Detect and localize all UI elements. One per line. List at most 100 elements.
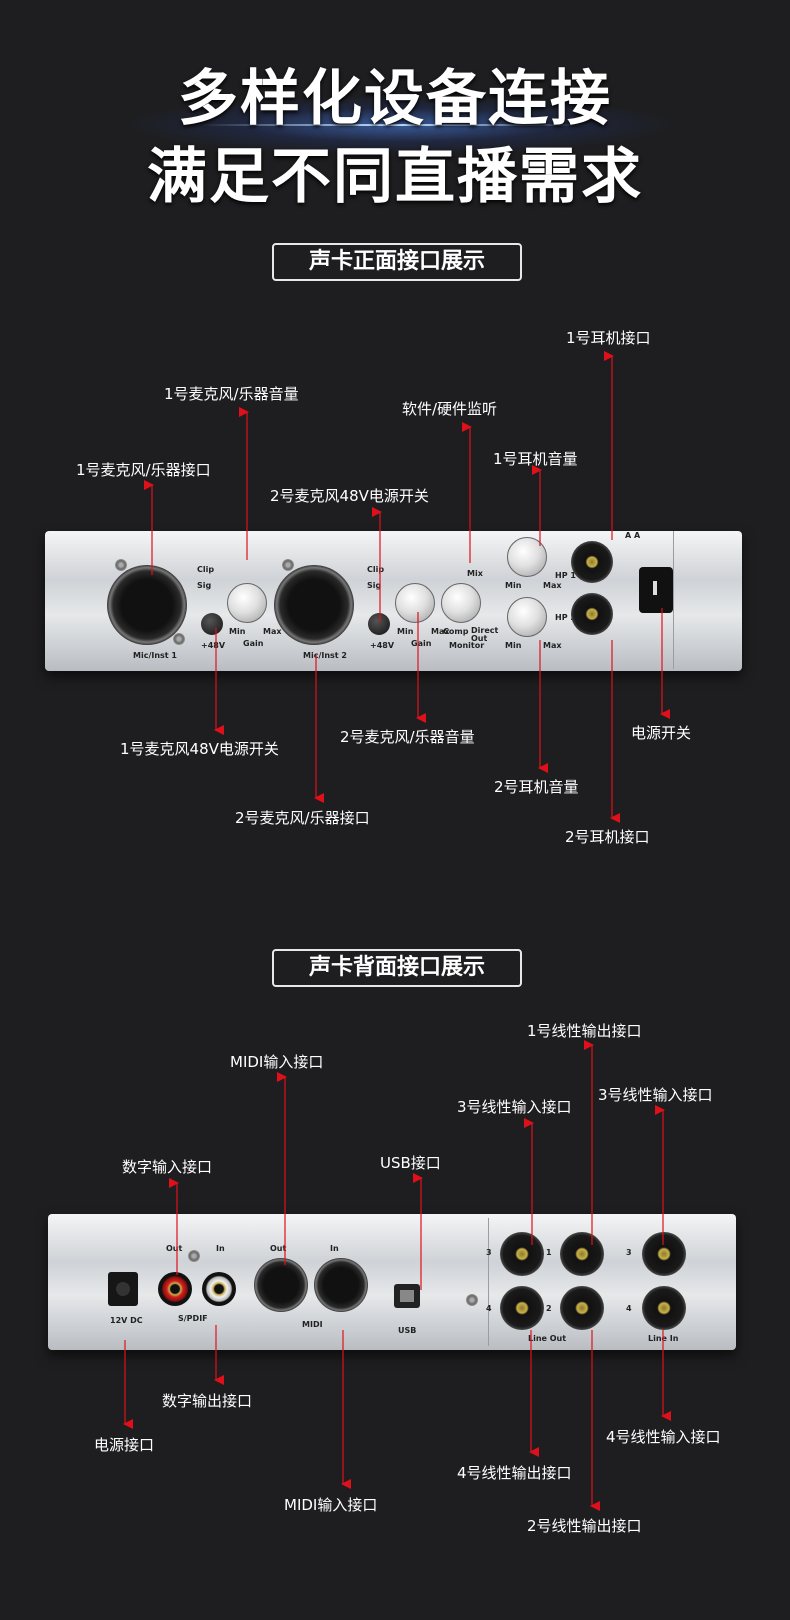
screw — [466, 1294, 478, 1306]
label-line-in-3-left: 3号线性输入接口 — [457, 1098, 572, 1116]
gain-knob-1[interactable] — [227, 583, 267, 623]
usb-port-insert — [400, 1290, 414, 1302]
spdif-in-rca — [202, 1272, 236, 1306]
monitor-mix-knob[interactable] — [441, 583, 481, 623]
comp-label: Comp — [443, 627, 469, 636]
line-out-4-jack — [500, 1286, 544, 1330]
mix-label: Mix — [467, 569, 483, 578]
xlr-combo-jack-1 — [107, 565, 187, 645]
label-line-out-4: 4号线性输出接口 — [457, 1464, 572, 1482]
phantom-48v-button-1[interactable] — [201, 613, 223, 635]
mic2-label: Mic/Inst 2 — [303, 651, 347, 660]
phantom-48v-button-2[interactable] — [368, 613, 390, 635]
front-panel: Mic/Inst 1 Clip Sig Min Max Gain +48V Mi… — [45, 531, 742, 671]
screw — [282, 559, 294, 571]
label-hp1-jack: 1号耳机接口 — [566, 329, 651, 347]
usb-label: USB — [398, 1326, 417, 1335]
max-label-hp2: Max — [543, 641, 562, 650]
label-midi-in-bottom: MIDI输入接口 — [284, 1496, 378, 1514]
line-in-3-jack — [642, 1232, 686, 1276]
label-monitor: 软件/硬件监听 — [402, 400, 498, 418]
num-3-in: 3 — [626, 1248, 632, 1257]
label-in1-48v: 1号麦克风48V电源开关 — [120, 740, 279, 758]
usb-b-port — [394, 1284, 420, 1308]
headline-line-1: 多样化设备连接 — [178, 64, 612, 134]
line-out-2-jack — [560, 1286, 604, 1330]
label-line-out-1: 1号线性输出接口 — [527, 1022, 642, 1040]
panel-divider — [673, 531, 674, 669]
label-line-out-2: 2号线性输出接口 — [527, 1517, 642, 1535]
num-4: 4 — [486, 1304, 492, 1313]
power-switch-mark — [653, 581, 657, 595]
line-out-1-jack — [560, 1232, 604, 1276]
label-in1-jack: 1号麦克风/乐器接口 — [76, 461, 211, 479]
screw — [188, 1250, 200, 1262]
xlr-combo-jack-2 — [274, 565, 354, 645]
gain-knob-2[interactable] — [395, 583, 435, 623]
line-out-label: Line Out — [528, 1334, 567, 1343]
back-divider — [488, 1218, 489, 1346]
front-section-title: 声卡正面接口展示 — [272, 243, 522, 281]
midi-out-port — [254, 1258, 308, 1312]
num-3: 3 — [486, 1248, 492, 1257]
num-4-in: 4 — [626, 1304, 632, 1313]
monitor-label: Monitor — [449, 641, 485, 650]
midi-in-label: In — [330, 1244, 339, 1253]
dc-power-pin — [116, 1282, 130, 1296]
spdif-out-rca — [158, 1272, 192, 1306]
aa-label: A A — [625, 531, 641, 540]
label-power-in: 电源接口 — [94, 1436, 155, 1454]
max-label-2: Max — [431, 627, 450, 636]
min-label: Min — [229, 627, 246, 636]
sig-label-2: Sig — [367, 581, 382, 590]
p48-label-2: +48V — [370, 641, 395, 650]
label-spdif-in: 数字输入接口 — [122, 1158, 213, 1176]
direct-out-label: Direct Out — [471, 626, 499, 643]
clip-label-2: Clip — [367, 565, 385, 574]
min-label-2: Min — [397, 627, 414, 636]
label-line-in-4: 4号线性输入接口 — [606, 1428, 721, 1446]
label-spdif-out: 数字输出接口 — [162, 1392, 253, 1410]
label-in2-jack: 2号麦克风/乐器接口 — [235, 809, 370, 827]
spdif-out-label: Out — [166, 1244, 183, 1253]
headline-glow-line — [200, 124, 590, 126]
label-power-switch: 电源开关 — [631, 724, 692, 742]
label-hp2-vol: 2号耳机音量 — [494, 778, 579, 796]
label-in2-gain: 2号麦克风/乐器音量 — [340, 728, 475, 746]
back-panel: 12V DC Out In S/PDIF Out In MIDI USB 3 1… — [48, 1214, 736, 1350]
headline-line-2: 满足不同直播需求 — [147, 142, 643, 212]
midi-in-port — [314, 1258, 368, 1312]
gain-label-2: Gain — [411, 639, 432, 648]
spdif-label: S/PDIF — [178, 1314, 208, 1323]
label-in1-gain: 1号麦克风/乐器音量 — [164, 385, 299, 403]
num-1: 1 — [546, 1248, 552, 1257]
label-midi-in-top: MIDI输入接口 — [230, 1053, 324, 1071]
clip-label: Clip — [197, 565, 215, 574]
headphone-jack-1 — [571, 541, 613, 583]
label-usb: USB接口 — [380, 1154, 441, 1172]
num-2: 2 — [546, 1304, 552, 1313]
min-label-hp2: Min — [505, 641, 522, 650]
label-line-in-3-right: 3号线性输入接口 — [598, 1086, 713, 1104]
dc-label: 12V DC — [110, 1316, 143, 1325]
spdif-in-label: In — [216, 1244, 225, 1253]
sig-label: Sig — [197, 581, 212, 590]
max-label-hp1: Max — [543, 581, 562, 590]
hp2-volume-knob[interactable] — [507, 597, 547, 637]
label-in2-48v: 2号麦克风48V电源开关 — [270, 487, 429, 505]
screw — [115, 559, 127, 571]
label-hp1-vol: 1号耳机音量 — [493, 450, 578, 468]
max-label: Max — [263, 627, 282, 636]
power-switch[interactable] — [639, 567, 673, 613]
midi-out-label: Out — [270, 1244, 287, 1253]
line-out-3-jack — [500, 1232, 544, 1276]
gain-label: Gain — [243, 639, 264, 648]
screw — [173, 633, 185, 645]
mic1-label: Mic/Inst 1 — [133, 651, 177, 660]
hp2-label: HP 2 — [555, 613, 576, 622]
headphone-jack-2 — [571, 593, 613, 635]
p48-label: +48V — [201, 641, 226, 650]
hp1-label: HP 1 — [555, 571, 576, 580]
dc-power-jack — [108, 1272, 138, 1306]
